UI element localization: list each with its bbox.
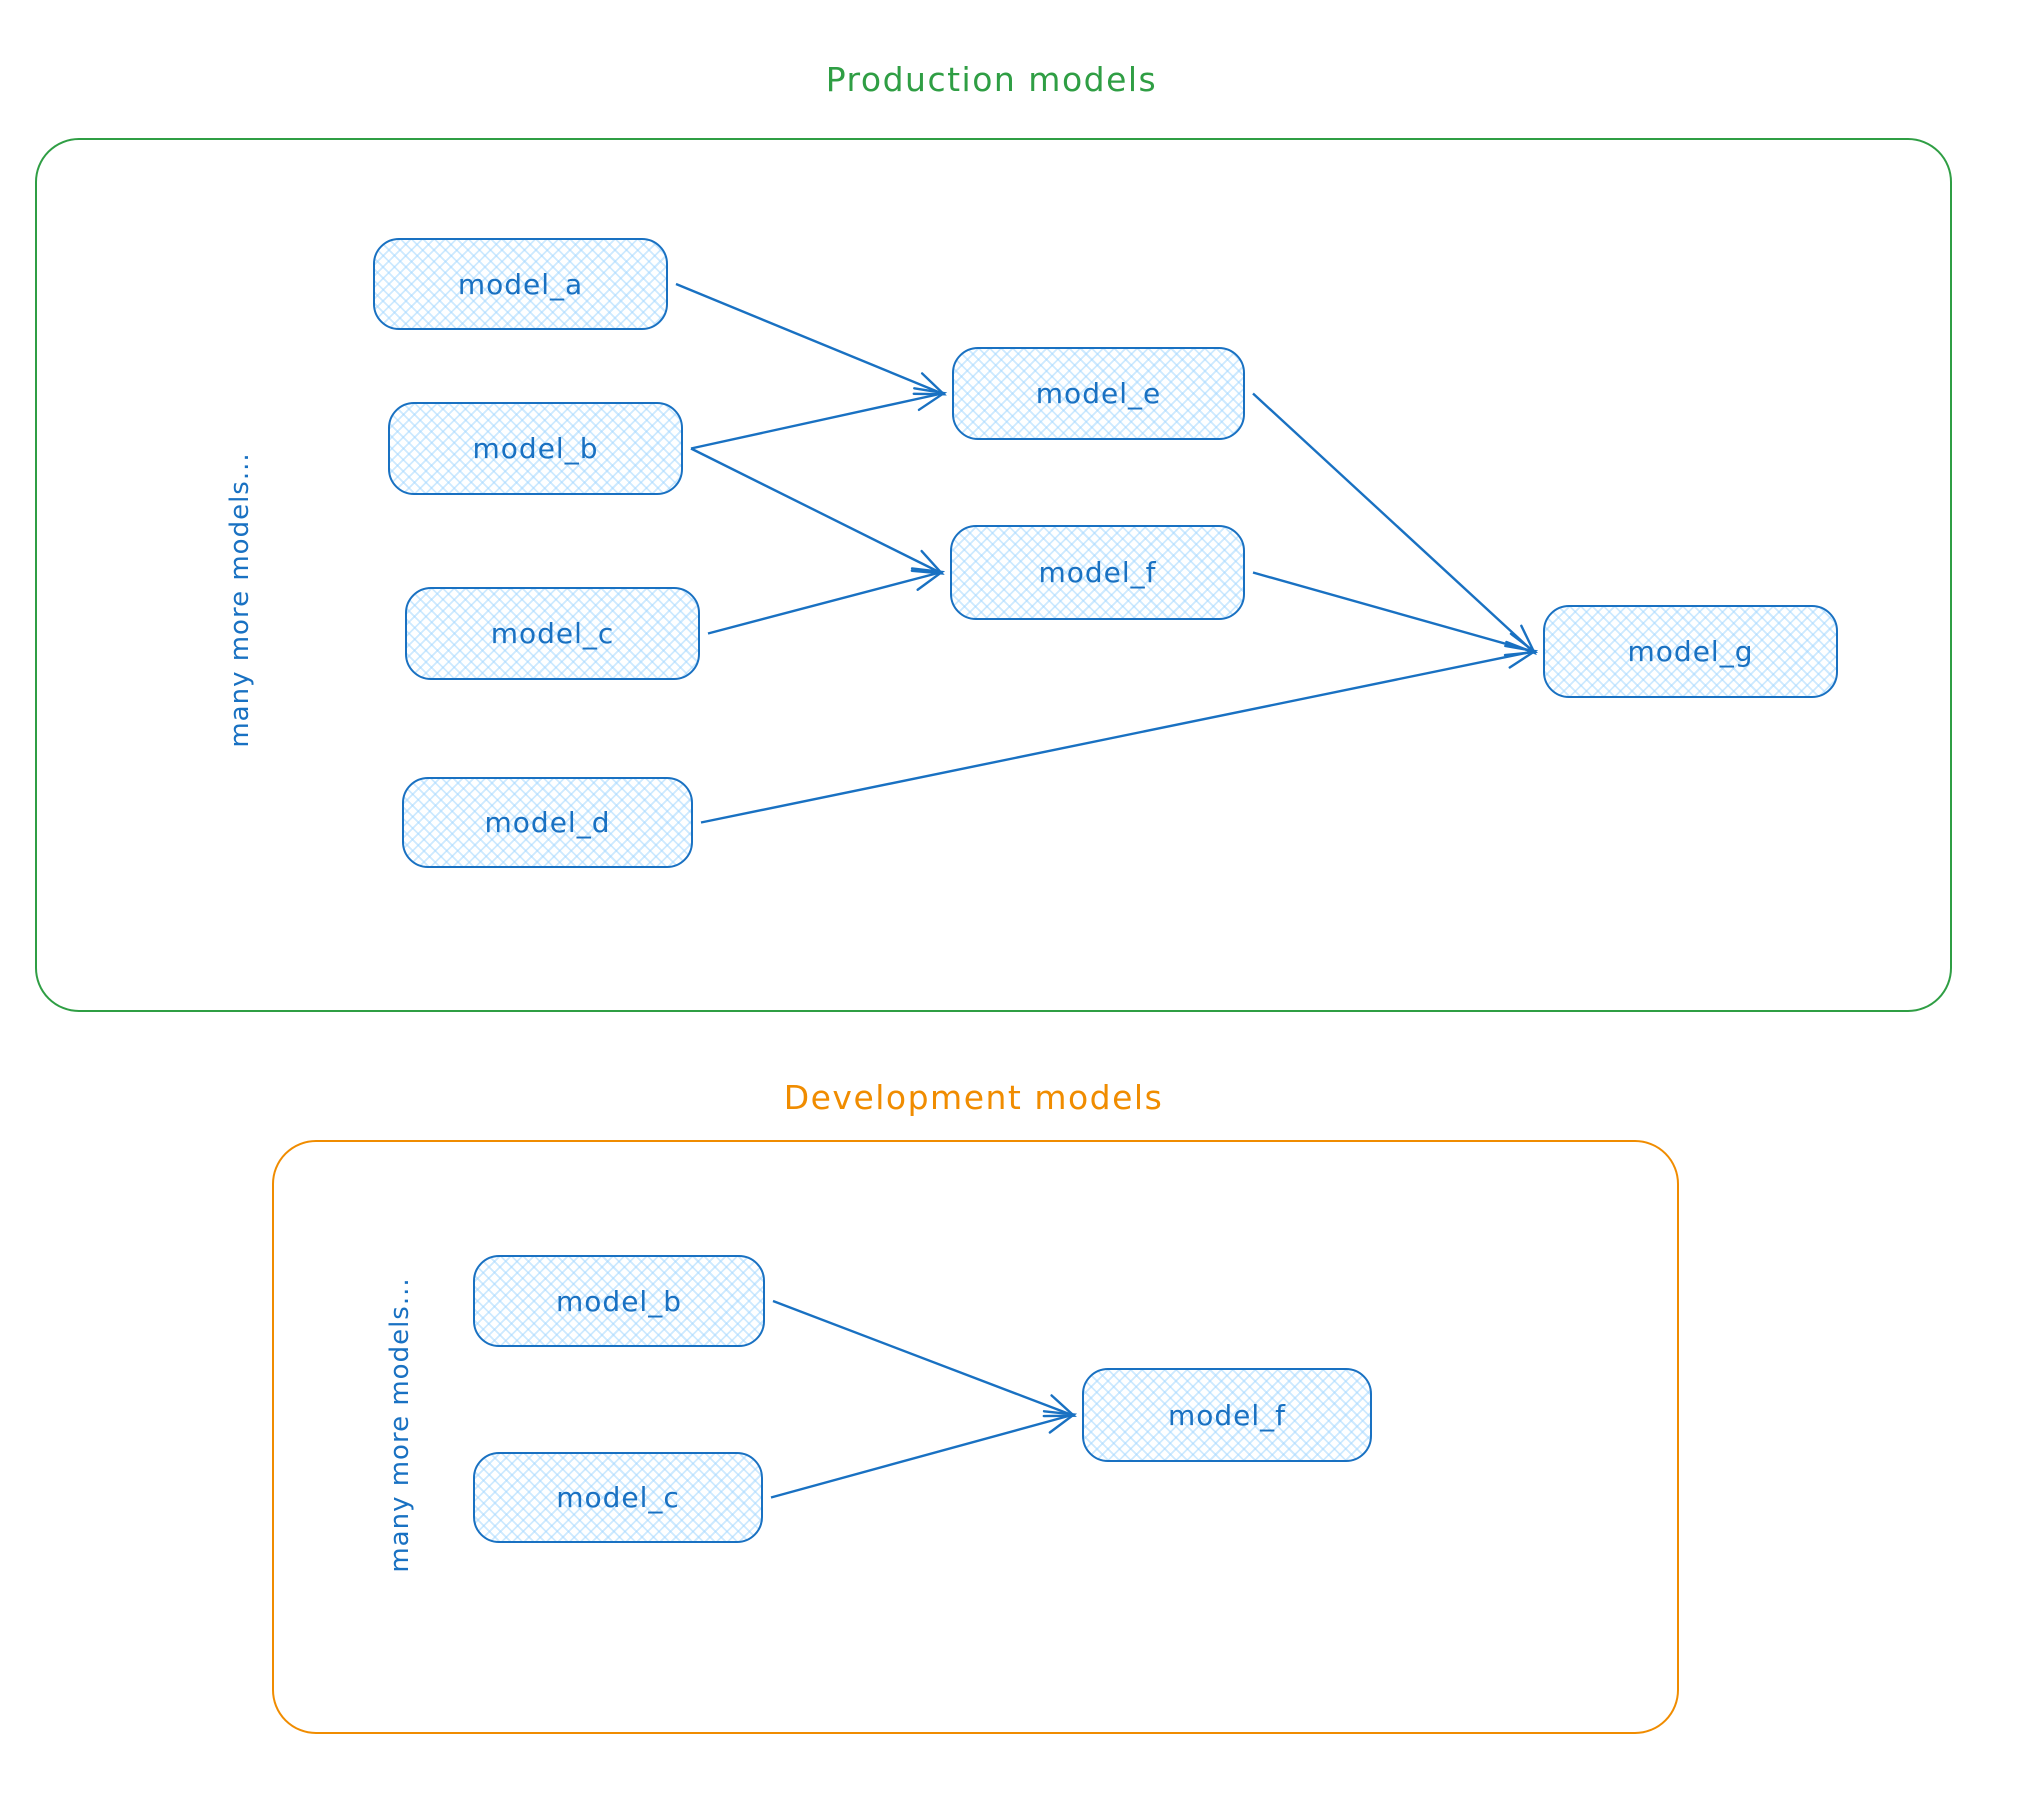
node-dev-model-c: model_c [473,1452,763,1543]
node-model-e: model_e [952,347,1245,440]
node-dev-model-f: model_f [1082,1368,1372,1462]
node-dev-model-b: model_b [473,1255,765,1347]
node-model-f: model_f [950,525,1245,620]
production-side-label: many more models... [225,452,255,748]
production-section-frame [35,138,1952,1012]
node-model-a: model_a [373,238,668,330]
production-section-title: Production models [825,60,1158,99]
development-side-label: many more models... [385,1277,415,1573]
development-section-frame [272,1140,1679,1734]
node-model-b: model_b [388,402,683,495]
node-model-g: model_g [1543,605,1838,698]
node-model-d: model_d [402,777,693,868]
development-section-title: Development models [783,1078,1164,1117]
node-model-c: model_c [405,587,700,680]
